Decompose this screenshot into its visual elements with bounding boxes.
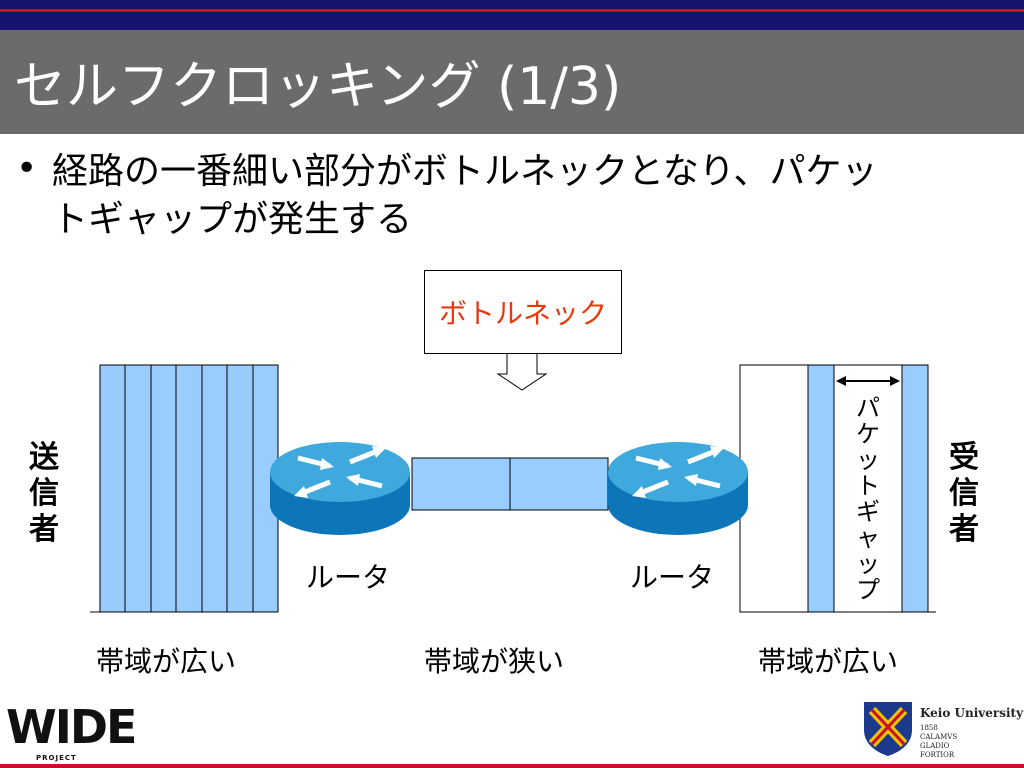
router-right-icon [608, 442, 748, 535]
keio-crest-icon [864, 702, 912, 756]
router-right-label: ルータ [630, 561, 715, 594]
slide-title: セルフクロッキング (1/3) [14, 57, 622, 117]
wide-logo: WIDE [6, 700, 137, 754]
router-left-icon [270, 442, 410, 535]
bullet-text: 経路の一番細い部分がボトルネックとなり、パケッ トギャップが発生する [52, 148, 1012, 244]
keio-motto-3: FORTIOR [920, 751, 955, 759]
keio-motto-1: CALAMVS [920, 733, 958, 741]
gap-arrow [836, 376, 900, 386]
bullet-line-2: トギャップが発生する [52, 199, 413, 240]
router-left-label: ルータ [306, 561, 391, 594]
bandwidth-middle-label: 帯域が狭い [424, 645, 565, 678]
keio-motto-2: GLADIO [920, 742, 950, 750]
bandwidth-left-label: 帯域が広い [96, 645, 237, 678]
keio-university-name: Keio University [920, 706, 1024, 720]
sender-label: 送 信 者 [29, 440, 59, 547]
packet-gap-label: パ ケ ッ ト ギ ャ ッ プ [856, 394, 880, 604]
title-bar [0, 30, 1024, 134]
callout-pointer [496, 350, 548, 391]
bullet-marker: • [16, 148, 38, 189]
bandwidth-right-label: 帯域が広い [758, 645, 899, 678]
bottom-red-line [0, 764, 1024, 768]
keio-year: 1858 [920, 724, 938, 732]
receiver-label: 受 信 者 [949, 440, 979, 547]
narrow-link-packets [411, 457, 609, 511]
top-stripe [0, 0, 1024, 30]
sender-packets [99, 364, 279, 613]
bullet-line-1: 経路の一番細い部分がボトルネックとなり、パケッ [52, 151, 878, 192]
bottleneck-callout: ボトルネック [424, 270, 622, 354]
wide-logo-sub: PROJECT [36, 754, 77, 762]
receiver-area [739, 364, 929, 613]
